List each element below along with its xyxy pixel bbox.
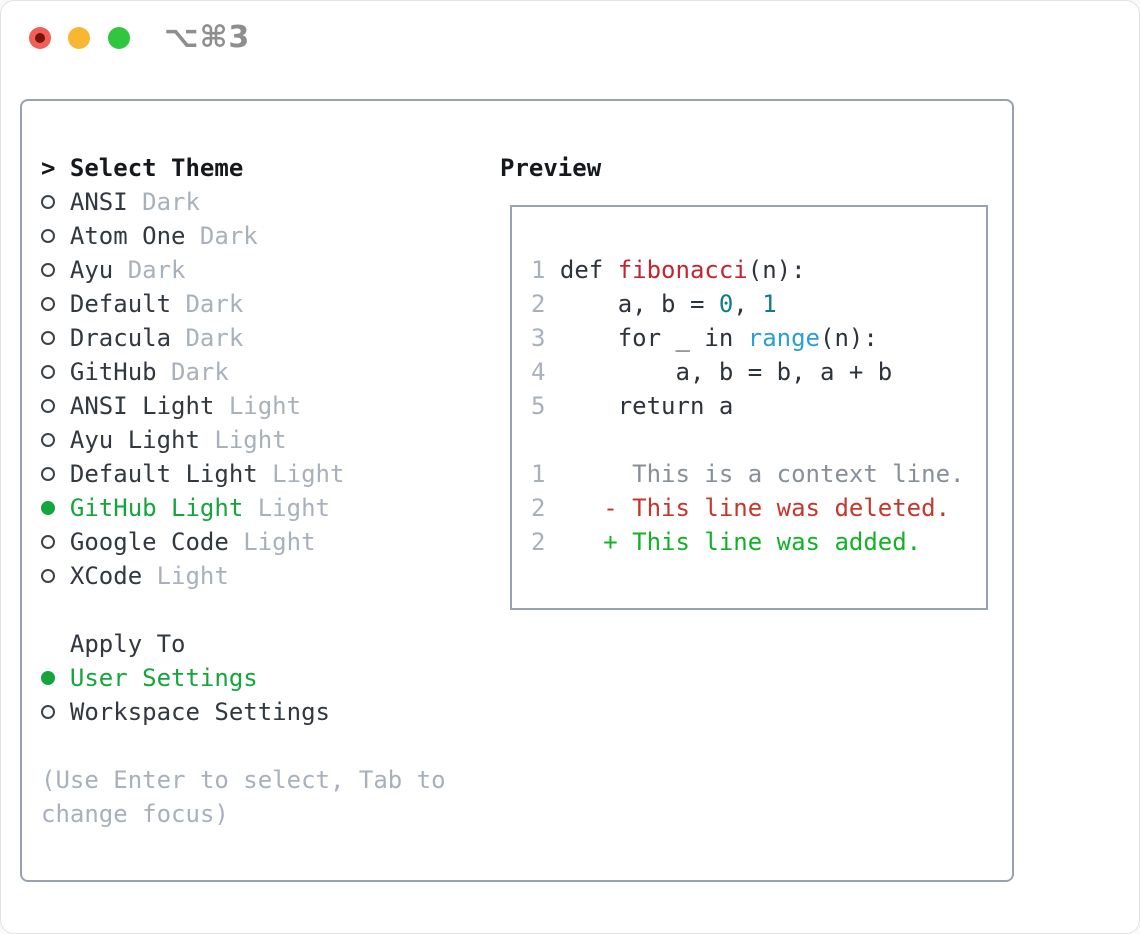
apply-to-title: Apply To <box>69 630 186 658</box>
theme-option-default-light[interactable]: Default Light Light <box>41 457 446 491</box>
variant-label: Light <box>257 494 330 522</box>
theme-option-github-light[interactable]: GitHub Light Light <box>41 491 446 525</box>
select-theme-title: Select Theme <box>69 154 244 182</box>
option-label: GitHub <box>69 358 157 386</box>
help-line: (Use Enter to select, Tab to <box>41 766 446 794</box>
preview-code-line: 1 def fibonacci(n): <box>531 256 806 284</box>
theme-option-default[interactable]: Default Dark <box>41 287 446 321</box>
radio-icon <box>41 365 70 379</box>
radio-selected-icon <box>41 671 70 685</box>
titlebar: ⌥⌘3 <box>1 1 1139 99</box>
radio-selected-icon <box>41 501 70 515</box>
variant-label: Light <box>156 562 229 590</box>
option-label: XCode <box>69 562 143 590</box>
variant-label: Dark <box>185 324 244 352</box>
theme-option-ansi[interactable]: ANSI Dark <box>41 185 446 219</box>
variant-label: Light <box>272 460 345 488</box>
option-label: Workspace Settings <box>69 698 330 726</box>
option-label: GitHub Light <box>69 494 244 522</box>
theme-option-ayu-light[interactable]: Ayu Light Light <box>41 423 446 457</box>
variant-label: Light <box>214 426 287 454</box>
option-label: User Settings <box>69 664 258 692</box>
variant-label: Light <box>228 392 302 420</box>
variant-label: Dark <box>185 290 244 318</box>
radio-icon <box>41 535 70 549</box>
radio-icon <box>41 467 70 481</box>
radio-icon <box>41 569 70 583</box>
variant-label: Dark <box>127 256 186 284</box>
variant-label: Light <box>243 528 316 556</box>
option-label: Default <box>69 290 172 318</box>
option-label: Dracula <box>69 324 172 352</box>
preview-code-line <box>531 423 986 457</box>
theme-option-google-code[interactable]: Google Code Light <box>41 525 446 559</box>
option-label: ANSI <box>69 188 128 216</box>
radio-icon <box>41 705 70 719</box>
variant-label: Dark <box>199 222 258 250</box>
prompt-icon: > <box>41 154 56 182</box>
option-label: Google Code <box>69 528 229 556</box>
record-dot-icon <box>35 33 45 43</box>
radio-icon <box>41 331 70 345</box>
preview-code-line: 2 a, b = 0, 1 <box>531 290 777 318</box>
preview-title: Preview <box>500 154 602 182</box>
radio-icon <box>41 433 70 447</box>
radio-icon <box>41 297 70 311</box>
theme-option-dracula[interactable]: Dracula Dark <box>41 321 446 355</box>
theme-option-ayu[interactable]: Ayu Dark <box>41 253 446 287</box>
apply-option-workspace-settings[interactable]: Workspace Settings <box>41 695 446 729</box>
zoom-button[interactable] <box>108 27 130 49</box>
apply-to-header: Apply To <box>41 627 446 661</box>
window-title: ⌥⌘3 <box>164 20 251 55</box>
variant-label: Dark <box>142 188 200 216</box>
apply-option-user-settings[interactable]: User Settings <box>41 661 446 695</box>
radio-icon <box>41 263 70 277</box>
option-label: ANSI Light <box>69 392 215 420</box>
radio-icon <box>41 399 70 413</box>
theme-option-xcode[interactable]: XCode Light <box>41 559 446 593</box>
preview-code-line: 4 a, b = b, a + b <box>531 358 893 386</box>
preview-box: 1 def fibonacci(n): 2 a, b = 0, 1 3 for _ … <box>510 205 988 610</box>
option-label: Atom One <box>69 222 186 250</box>
radio-icon <box>41 229 70 243</box>
theme-option-atom-one[interactable]: Atom One Dark <box>41 219 446 253</box>
preview-code-line: 2 - This line was deleted. <box>531 494 951 522</box>
preview-code-line: 5 return a <box>531 392 734 420</box>
option-label: Default Light <box>69 460 258 488</box>
preview-code-line: 1 This is a context line. <box>531 460 965 488</box>
variant-label: Dark <box>171 358 229 386</box>
option-label: Ayu Light <box>69 426 200 454</box>
theme-option-ansi-light[interactable]: ANSI Light Light <box>41 389 446 423</box>
preview-code-line: 2 + This line was added. <box>531 528 922 556</box>
radio-icon <box>41 195 70 209</box>
minimize-button[interactable] <box>68 27 90 49</box>
preview-code-line: 3 for _ in range(n): <box>531 324 878 352</box>
theme-option-github[interactable]: GitHub Dark <box>41 355 446 389</box>
close-button[interactable] <box>29 27 51 49</box>
help-line: change focus) <box>41 800 229 828</box>
help-text: (Use Enter to select, Tab to change focu… <box>41 763 446 831</box>
select-theme-header: > Select Theme <box>41 151 446 185</box>
option-label: Ayu <box>69 256 114 284</box>
